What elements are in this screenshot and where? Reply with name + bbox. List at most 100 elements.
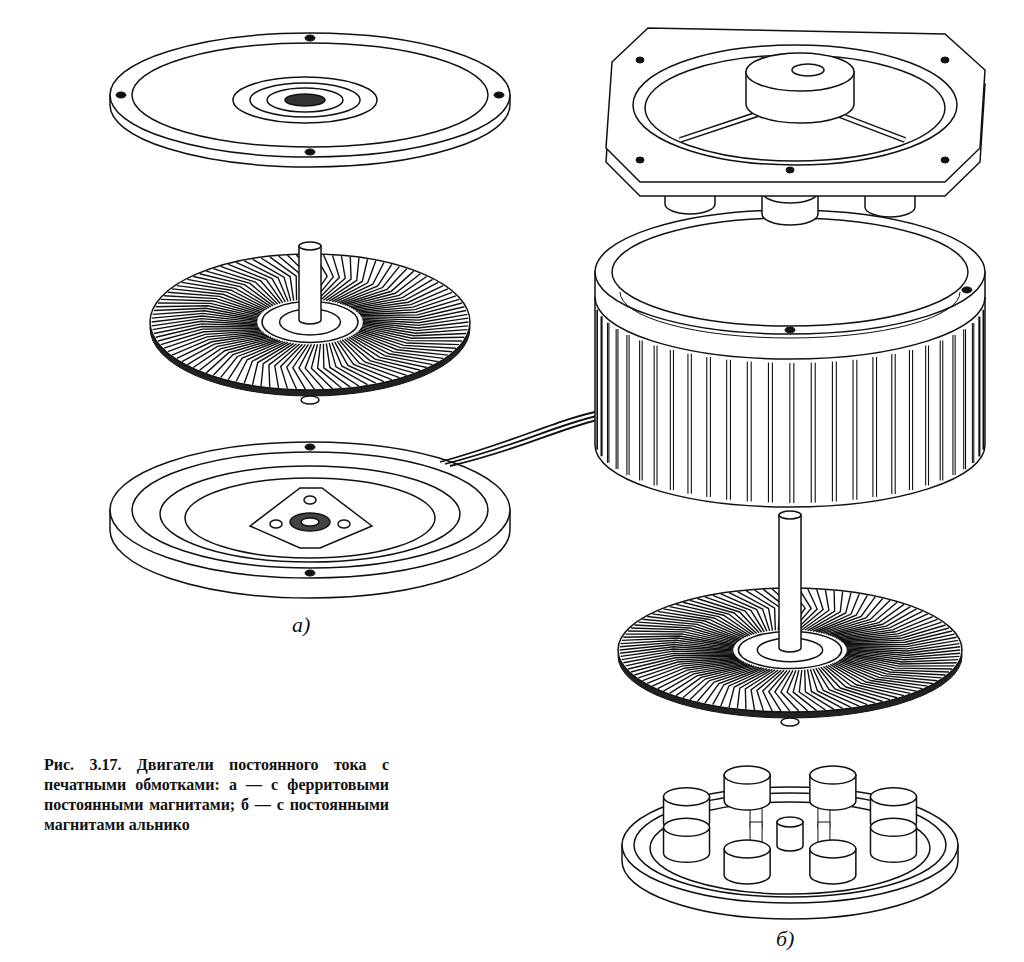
- cover-hub-step: [250, 83, 360, 117]
- fin: [972, 323, 973, 463]
- screw-hole: [941, 57, 949, 63]
- housing-rim: [132, 452, 488, 568]
- alnico-magnet: [664, 818, 710, 836]
- fin: [964, 329, 966, 469]
- winding-conductor: [755, 590, 781, 630]
- motor-alnico: [595, 28, 985, 919]
- screw-hole: [305, 35, 315, 41]
- winding-conductor: [311, 344, 332, 388]
- fin: [768, 363, 772, 503]
- figure-label: б): [776, 926, 794, 952]
- winding-conductor: [360, 299, 459, 314]
- bearing-bore: [301, 518, 319, 526]
- fin: [601, 316, 603, 456]
- alnico-magnet: [870, 788, 916, 806]
- winding-conductor: [821, 667, 883, 701]
- top-cap: [606, 28, 985, 182]
- winding-conductor: [713, 595, 765, 631]
- fin: [596, 310, 598, 450]
- winding-conductor: [342, 340, 406, 376]
- brush-holder: [250, 488, 372, 548]
- housing: [595, 210, 985, 334]
- fin: [608, 323, 609, 463]
- base-plate: [622, 787, 958, 903]
- fin: [832, 362, 836, 502]
- housing-recess: [160, 466, 460, 562]
- fin: [940, 341, 943, 481]
- fin: [627, 335, 629, 475]
- screw-hole: [941, 157, 949, 163]
- brush-screw: [338, 520, 350, 528]
- fin: [670, 350, 673, 490]
- winding-conductor: [156, 327, 259, 338]
- motor-ferrite: [110, 33, 605, 598]
- winding-conductor: [623, 653, 734, 662]
- winding-conductor: [261, 343, 294, 386]
- screw-hole: [962, 287, 972, 293]
- fin: [978, 316, 980, 456]
- winding-conductor: [353, 282, 438, 308]
- bearing: [290, 513, 330, 531]
- housing-step: [185, 478, 435, 558]
- brush-screw: [304, 496, 316, 504]
- fin: [616, 329, 618, 469]
- fin: [654, 345, 657, 485]
- winding-conductor: [697, 599, 759, 633]
- fin: [909, 350, 912, 490]
- fin: [873, 357, 877, 497]
- screw-hole: [116, 92, 126, 98]
- screw-hole: [785, 327, 795, 333]
- shaft-end: [301, 396, 319, 404]
- screw-hole: [305, 570, 315, 576]
- fin: [811, 363, 815, 503]
- screw-hole: [305, 444, 315, 450]
- fin: [953, 335, 955, 475]
- shaft: [779, 515, 801, 652]
- alnico-magnet: [870, 818, 916, 836]
- winding-conductor: [182, 335, 267, 361]
- winding-conductor: [799, 670, 825, 710]
- alnico-magnet: [664, 788, 710, 806]
- bearing-hole: [792, 64, 824, 76]
- winding-conductor: [746, 591, 775, 631]
- winding-conductor: [781, 670, 799, 711]
- screw-hole: [636, 57, 644, 63]
- fin: [853, 360, 857, 500]
- figure-label: б): [776, 926, 794, 951]
- housing-band: [595, 297, 985, 359]
- fin: [747, 361, 751, 501]
- fin: [892, 354, 895, 494]
- caption-box: Рис. 3.17. Двигатели постоянного тока с …: [44, 755, 389, 835]
- winding-conductor: [361, 307, 464, 318]
- cover-hub: [233, 77, 377, 123]
- winding-conductor: [816, 668, 868, 704]
- fin: [707, 357, 711, 497]
- bearing-hole: [285, 94, 325, 106]
- lead-wire: [445, 414, 605, 464]
- figure-label: а): [292, 612, 310, 637]
- lead-wire: [450, 418, 605, 466]
- winding-conductor: [808, 669, 843, 708]
- winding-conductor: [270, 257, 297, 300]
- alnico-magnet: [724, 766, 770, 784]
- screw-hole: [636, 157, 644, 163]
- winding-conductor: [622, 651, 734, 659]
- winding-conductor: [213, 269, 277, 305]
- cap-hub: [746, 53, 854, 91]
- winding-conductor: [737, 592, 772, 631]
- shaft: [779, 511, 801, 519]
- winding-conductor: [323, 344, 350, 387]
- shaft: [299, 242, 321, 250]
- base-rim: [634, 793, 946, 897]
- fin: [640, 340, 643, 480]
- lead-wire: [440, 410, 605, 462]
- brush-screw: [270, 520, 282, 528]
- alnico-magnet: [724, 840, 770, 858]
- screw-hole: [494, 92, 504, 98]
- winding-conductor: [318, 344, 342, 388]
- alnico-magnet: [810, 840, 856, 858]
- fin: [790, 363, 794, 503]
- winding-conductor: [221, 266, 281, 303]
- fin: [727, 360, 731, 500]
- cover-rim: [132, 43, 488, 147]
